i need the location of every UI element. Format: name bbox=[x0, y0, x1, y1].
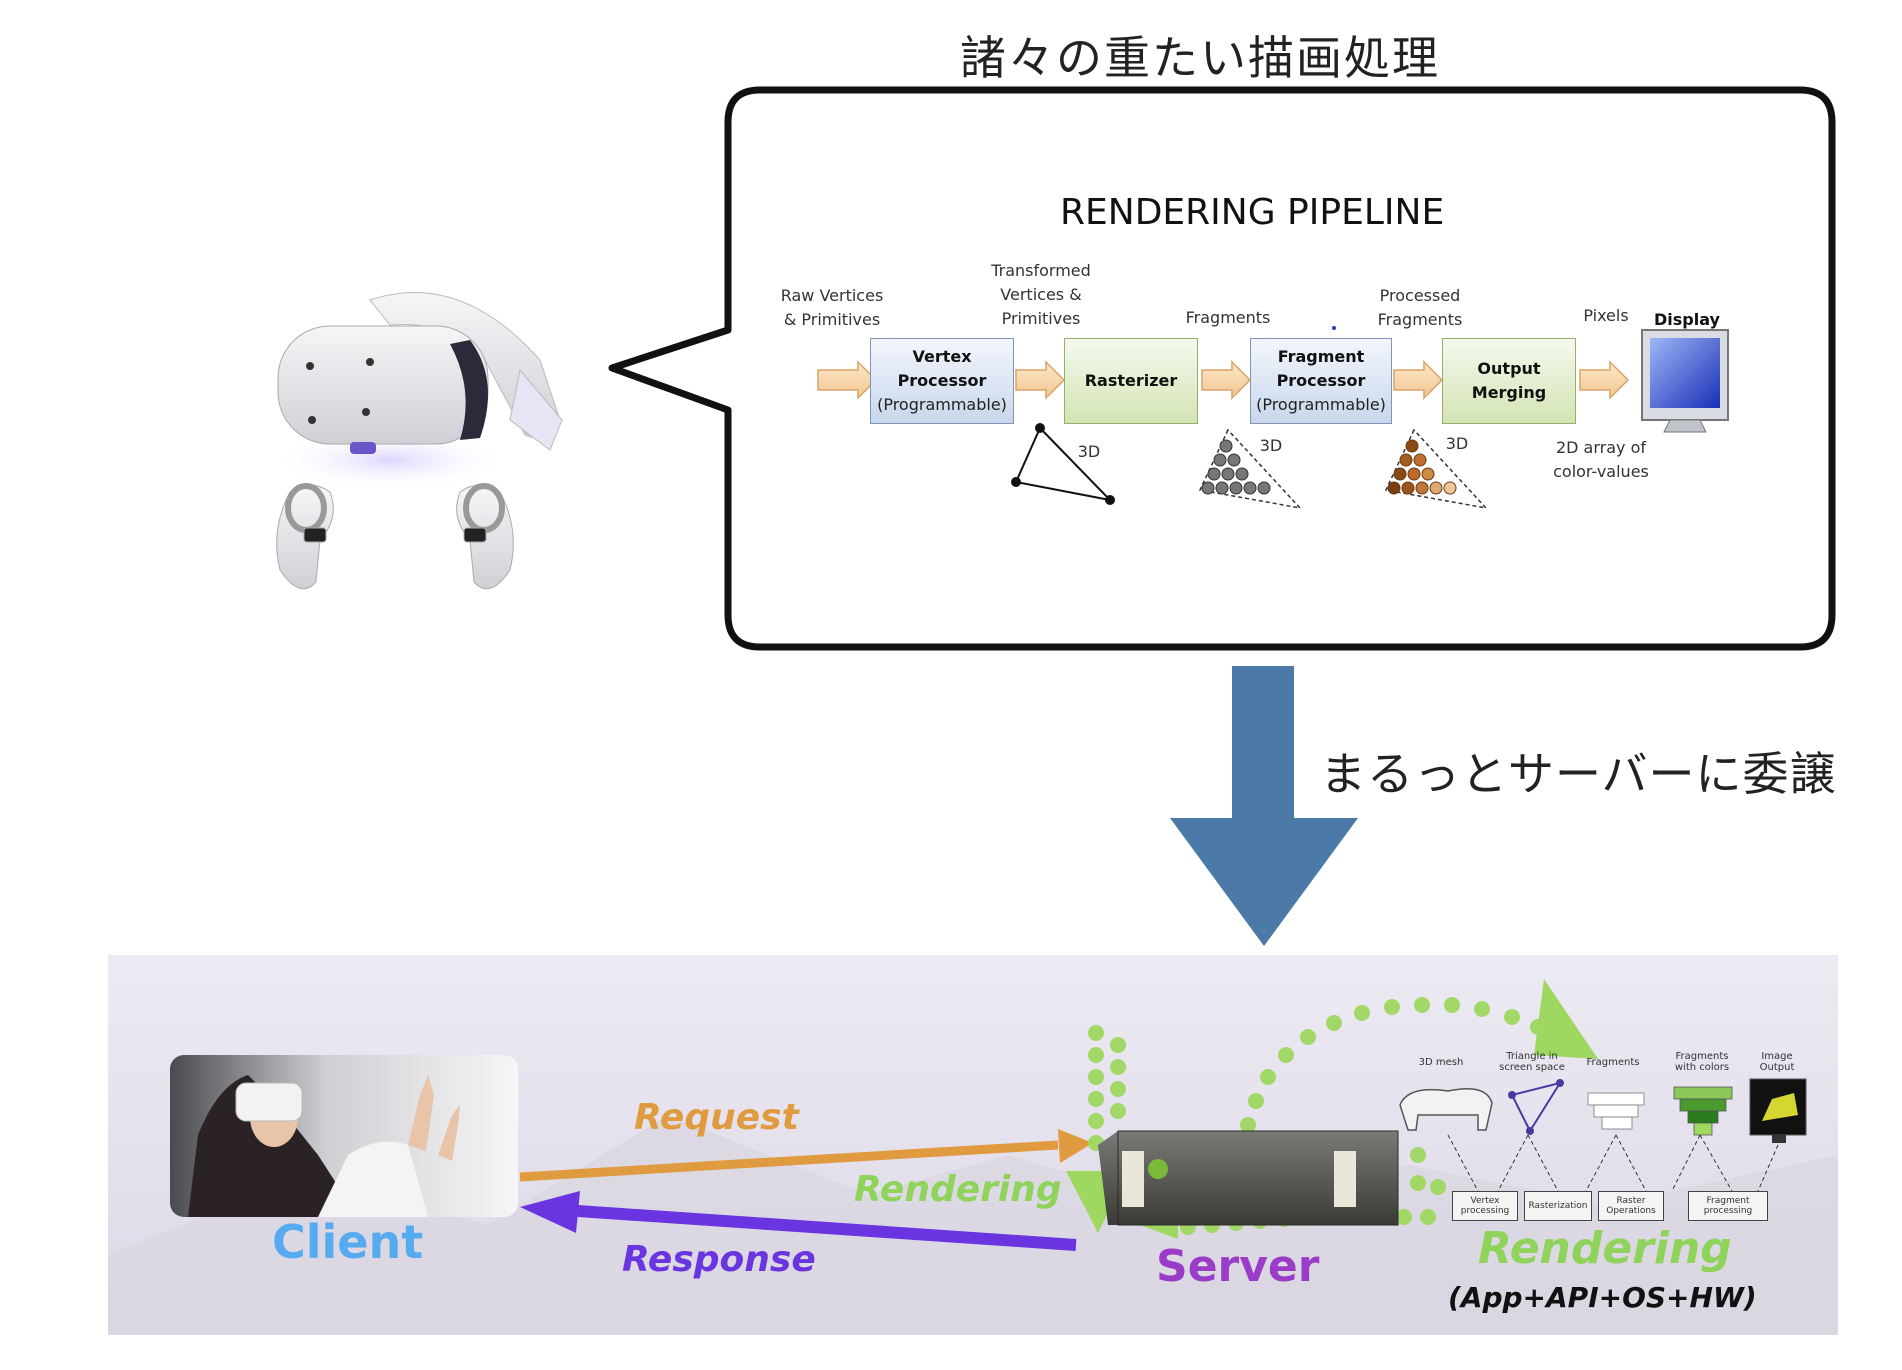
vr-headset-image bbox=[270, 292, 563, 590]
fragments-grid-icon bbox=[1198, 428, 1303, 510]
3d-label-3: 3D bbox=[1445, 434, 1469, 453]
pixels-label: Pixels bbox=[1583, 306, 1629, 325]
response-label: Response bbox=[622, 1239, 816, 1280]
delegate-down-arrow bbox=[1170, 666, 1358, 946]
server-label: Server bbox=[1156, 1241, 1320, 1292]
stack-label: (App+API+OS+HW) bbox=[1448, 1281, 1757, 1314]
rendering-label: Rendering bbox=[1478, 1223, 1732, 1274]
display-label: Display bbox=[1654, 310, 1720, 329]
speech-bubble bbox=[608, 86, 1836, 651]
mini-box-raster: Rasterization bbox=[1524, 1191, 1592, 1221]
pipeline-arrows bbox=[817, 326, 1729, 510]
top-heading: 諸々の重たい描画処理 bbox=[960, 31, 1440, 85]
mini-label-colors: Fragments with colors bbox=[1674, 1051, 1730, 1073]
fragments-label: Fragments bbox=[1185, 308, 1271, 327]
mini-pipeline-images bbox=[1399, 1078, 1807, 1192]
client-photo bbox=[170, 1055, 518, 1217]
mini-label-triangle: Triangle in screen space bbox=[1499, 1051, 1565, 1073]
mini-label-fragments: Fragments bbox=[1586, 1057, 1640, 1068]
mini-label-output: Image Output bbox=[1759, 1051, 1795, 1073]
pipeline-title: RENDERING PIPELINE bbox=[1060, 192, 1445, 233]
request-label: Request bbox=[634, 1097, 799, 1138]
mini-label-mesh: 3D mesh bbox=[1418, 1057, 1464, 1068]
triangle-vertices-icon bbox=[1011, 423, 1115, 505]
mini-box-vertex: Vertex processing bbox=[1452, 1191, 1518, 1221]
banner-graphics bbox=[108, 979, 1838, 1335]
3d-label-2: 3D bbox=[1259, 436, 1283, 455]
server-rack bbox=[1098, 1130, 1399, 1226]
3d-label-1: 3D bbox=[1077, 442, 1101, 461]
display-monitor-icon bbox=[1641, 329, 1729, 433]
cloud-rendering-banner: 3D mesh Triangle in screen space Fragmen… bbox=[108, 955, 1838, 1335]
delegate-text: まるっとサーバーに委譲 bbox=[1320, 747, 1837, 801]
mini-box-fragment: Fragment processing bbox=[1688, 1191, 1768, 1221]
mini-box-rasterops: Raster Operations bbox=[1598, 1191, 1664, 1221]
raw-vertices-label: Raw Vertices& Primitives bbox=[780, 286, 884, 329]
processed-fragments-icon bbox=[1384, 428, 1489, 510]
rasterizer-stage: Rasterizer bbox=[1064, 338, 1198, 424]
rendering-arrow-label: Rendering bbox=[854, 1169, 1062, 1210]
client-label: Client bbox=[272, 1215, 424, 1269]
